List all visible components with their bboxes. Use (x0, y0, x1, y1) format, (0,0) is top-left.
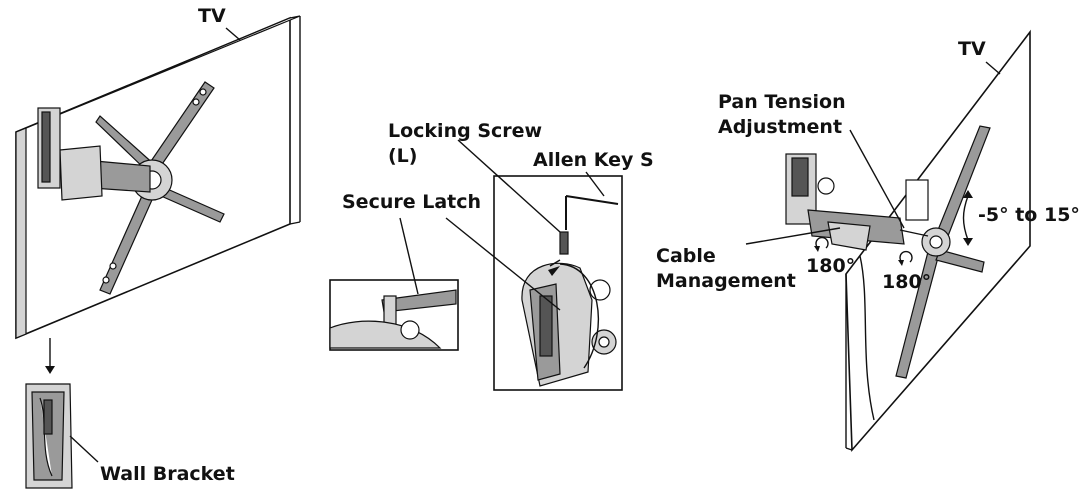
wall-bracket-label: Wall Bracket (100, 463, 235, 485)
locking-screw (559, 231, 569, 255)
rotation-arrow-left-icon (814, 236, 829, 252)
allen-key-label: Allen Key S (533, 149, 654, 171)
left-tv-label: TV (198, 5, 226, 27)
right-tv-label: TV (958, 38, 986, 60)
cable-management-label-line2: Management (656, 270, 796, 292)
pan-tension-label-line1: Pan Tension (718, 91, 846, 113)
cable-management-label-line1: Cable (656, 245, 716, 267)
tilt-range-label: -5° to 15° (978, 204, 1080, 226)
pan-tension-label-line2: Adjustment (718, 116, 842, 138)
rotation-left-label: 180° (806, 255, 855, 277)
wall-bracket-illustration (25, 383, 99, 489)
right-tv-assembly (785, 29, 1031, 453)
secure-latch-inset (329, 217, 459, 351)
left-tv-assembly (15, 15, 301, 374)
tilt-arrow-icon (962, 190, 973, 246)
locking-screw-label-line2: (L) (388, 145, 417, 167)
locking-screw-label-line1: Locking Screw (388, 120, 542, 142)
left-vesa-arms (95, 81, 225, 295)
rotation-right-label: 180° (882, 271, 931, 293)
secure-latch-label: Secure Latch (342, 191, 481, 213)
locking-screw-inset (445, 139, 623, 391)
left-tv-edge (15, 127, 27, 339)
allen-key (565, 195, 619, 230)
rotation-arrow-right-icon (898, 250, 913, 266)
